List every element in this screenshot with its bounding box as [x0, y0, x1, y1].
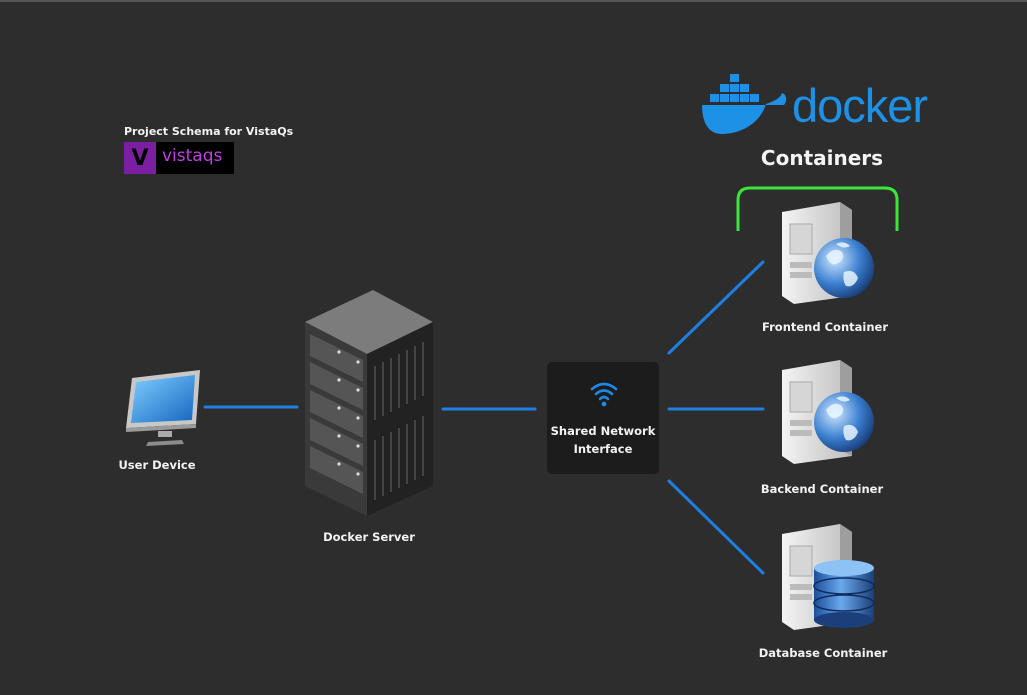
vistaqs-logo: V vistaqs [124, 142, 234, 174]
frontend-container-label: Frontend Container [762, 320, 888, 334]
backend-web-server-icon [782, 360, 874, 464]
top-border [0, 0, 1027, 2]
network-label-line1: Shared Network [550, 424, 656, 438]
vistaqs-logo-initial: V [131, 145, 149, 171]
network-label: Shared Network Interface [547, 422, 659, 458]
network-label-line2: Interface [573, 442, 633, 456]
shared-network-card: Shared Network Interface [547, 362, 659, 474]
docker-logo-text: docker [792, 79, 928, 132]
frontend-web-server-icon [782, 202, 874, 304]
docker-server-label: Docker Server [323, 530, 415, 544]
link-network-database [667, 479, 765, 575]
wifi-icon [590, 382, 618, 407]
schema-title: Project Schema for VistaQs [124, 125, 294, 138]
monitor-icon [126, 370, 200, 446]
link-network-frontend [667, 260, 765, 355]
database-container-label: Database Container [758, 646, 888, 660]
docker-whale-icon [702, 74, 787, 134]
containers-title: Containers [760, 146, 884, 170]
backend-container-label: Backend Container [760, 482, 884, 496]
vistaqs-logo-mark: V [124, 142, 156, 174]
database-server-icon [782, 524, 875, 630]
vistaqs-logo-word: vistaqs [162, 146, 223, 166]
server-rack-icon [305, 290, 433, 516]
user-device-label: User Device [118, 458, 196, 472]
containers-bracket [736, 186, 899, 231]
